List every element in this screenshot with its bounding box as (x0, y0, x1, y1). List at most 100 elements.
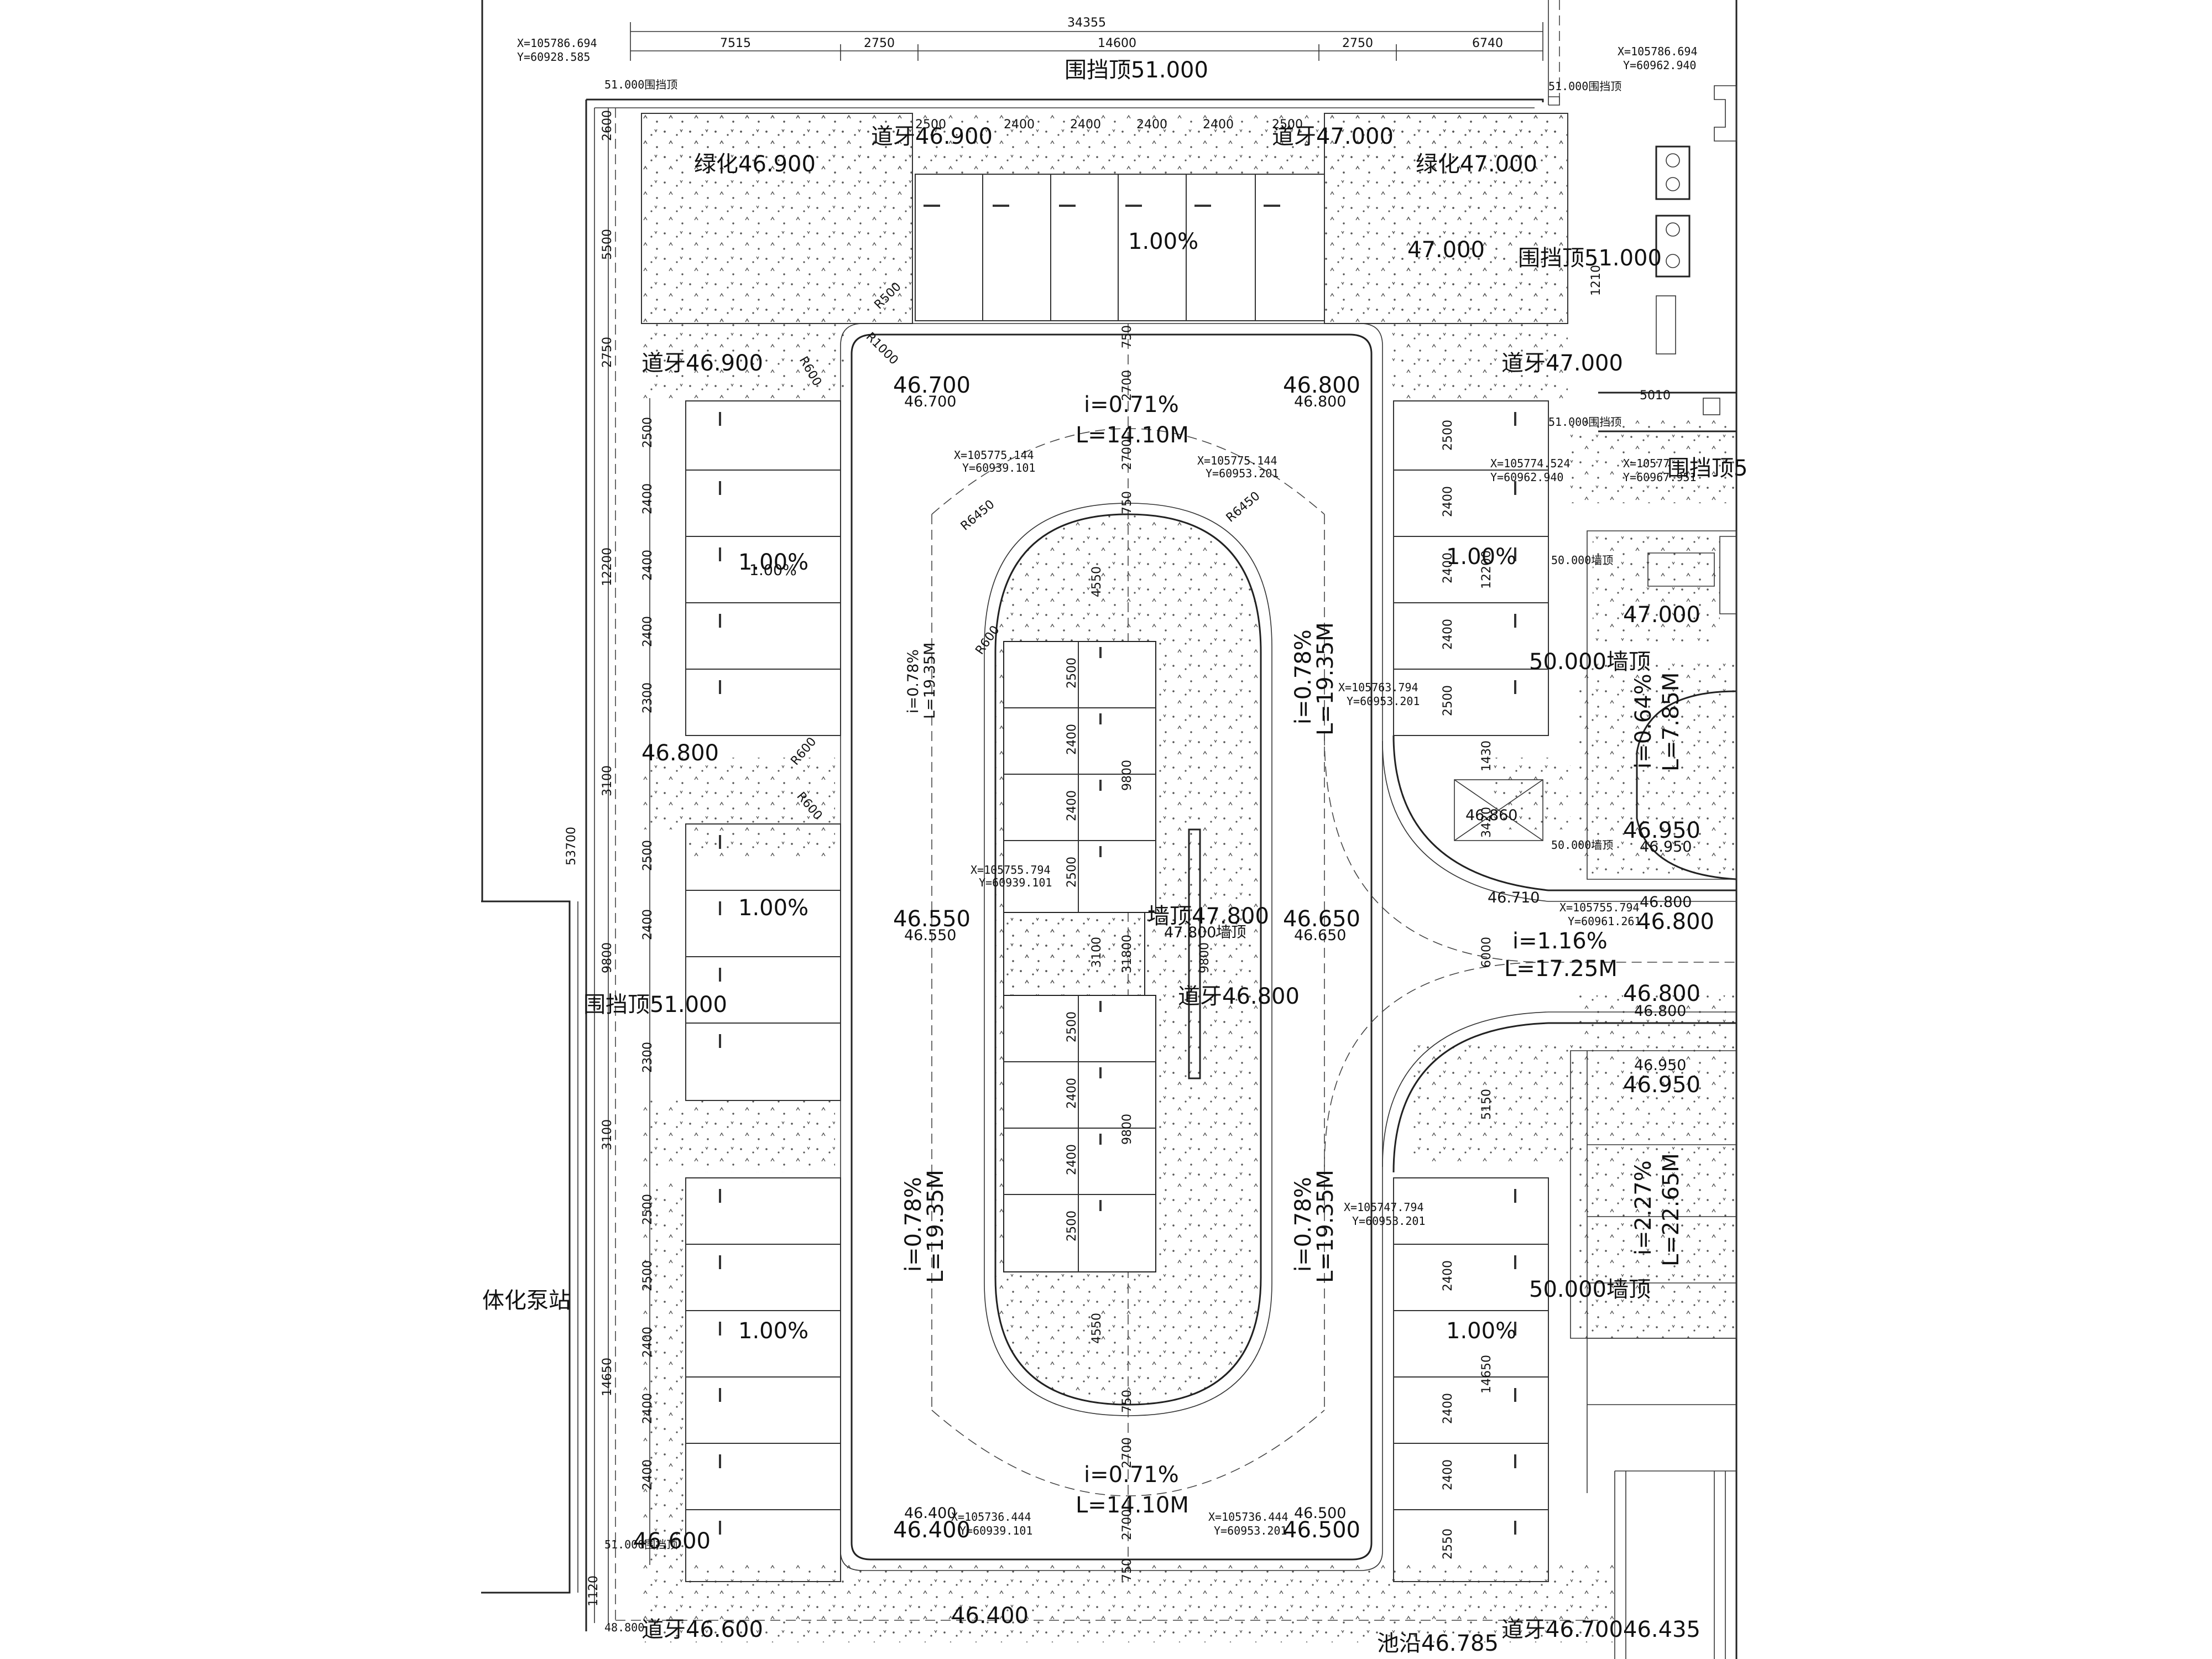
label-l2265: L=22.65M (1658, 1153, 1684, 1266)
dim-right-15: 14650 (1480, 1355, 1494, 1394)
dim-top-bay-2: 2400 (1004, 118, 1035, 132)
right-driveways (1324, 530, 1737, 1659)
dim-island-2: 2400 (1065, 724, 1079, 755)
coord-x-8: X=105755.794 (971, 863, 1051, 877)
label-e-46950: 46.950 (1623, 818, 1700, 843)
dim-top-3: 14600 (1098, 36, 1136, 50)
coord-x-9: X=105755.794 (1559, 901, 1640, 914)
left-parking-group-2 (685, 823, 841, 1101)
label-e-46800-right-small: 46.800 (1640, 894, 1692, 911)
dim-right-14: 2550 (1441, 1528, 1455, 1559)
label-wall-top-right: 51.000围挡顶 (1548, 80, 1621, 93)
coord-y-2: Y=60962.940 (1623, 59, 1696, 72)
dim-left-7: 2400 (641, 616, 655, 647)
left-parking-group-3 (685, 1177, 841, 1582)
dim-left-12: 2300 (641, 1042, 655, 1073)
coord-y-4: Y=60953.201 (1206, 467, 1279, 480)
coord-y-5: Y=60962.940 (1490, 471, 1563, 484)
label-i078-d: i=0.78% (1291, 1177, 1316, 1272)
dim-total-width: 34355 (1067, 16, 1106, 30)
dim-top-bay-4: 2400 (1136, 118, 1167, 132)
dim-island-12: 2500 (1065, 1211, 1079, 1241)
dim-right-4: 2400 (1441, 619, 1455, 650)
label-e-46500: 46.500 (1283, 1517, 1360, 1543)
coord-y-8: Y=60939.101 (979, 876, 1052, 889)
dim-island-4: 2500 (1065, 857, 1079, 888)
label-slope-left-2: 1.00% (738, 895, 808, 921)
central-bays-top (1004, 641, 1156, 912)
dim-top-1: 7515 (720, 36, 751, 50)
label-e-46800-right2: 46.800 (1623, 981, 1700, 1006)
label-slope-right-a: 1.00% (1446, 544, 1516, 570)
label-i227: i=2.27% (1631, 1160, 1656, 1255)
dim-right-8: 3420 (1480, 807, 1494, 838)
label-wall50-1: 50.000墙顶 (1551, 554, 1613, 567)
dim-island-8: 9800 (1198, 942, 1212, 973)
dim-top-4: 2750 (1342, 36, 1373, 50)
coord-x-7: X=105763.794 (1338, 681, 1418, 694)
coord-x-10: X=105747.794 (1344, 1201, 1424, 1214)
coord-x-6: X=10577 (1623, 457, 1670, 470)
coord-y-11: Y=60939.101 (959, 1524, 1032, 1537)
label-curb-tl: 道牙46.900 (871, 124, 993, 149)
label-curb-46700: 道牙46.700 (1501, 1617, 1623, 1642)
dim-island-11: 2400 (1065, 1144, 1079, 1175)
dim-center-4: 750 (1120, 491, 1134, 514)
label-pump-station: 体化泵站 (482, 1288, 571, 1313)
dim-island-13: 9800 (1120, 1114, 1134, 1145)
label-e-46700: 46.700 (893, 373, 971, 398)
dim-top-5: 6740 (1472, 36, 1503, 50)
dim-left-4: 2500 (641, 417, 655, 448)
dim-right-1: 2500 (1441, 420, 1455, 451)
coord-y-3: Y=60939.101 (962, 461, 1035, 474)
right-parking-group-1 (1393, 400, 1549, 736)
dim-left-16: 2500 (641, 1260, 655, 1291)
dim-island-1: 2500 (1065, 658, 1079, 688)
survey-coordinates: X=105786.694 Y=60928.585 X=105786.694 Y=… (517, 36, 1698, 1537)
radius-4: R6450 (958, 498, 998, 534)
label-e-46710: 46.710 (1488, 889, 1540, 906)
dim-left-5: 2400 (641, 483, 655, 514)
label-e-46650: 46.650 (1283, 906, 1360, 932)
label-wall-top-right2: 围挡顶51.000 (1518, 246, 1662, 271)
top-dimension-chain: 34355 7515 2750 14600 2750 6740 (630, 16, 1543, 61)
dim-right-2: 2400 (1441, 486, 1455, 517)
left-dimension-chain: 2600 5500 2750 2500 2400 2400 2400 2300 … (565, 108, 655, 1623)
coord-y-1: Y=60928.585 (517, 50, 590, 64)
coord-y-6: Y=60967.951 (1623, 471, 1696, 484)
label-wall-top-right3: 51.000围挡顶 (1548, 415, 1621, 429)
dim-top-2: 2750 (864, 36, 895, 50)
dim-left-6: 2400 (641, 550, 655, 581)
dim-center-10: 750 (1120, 1558, 1134, 1582)
coord-x-2: X=105786.694 (1618, 45, 1698, 58)
dim-island-9: 2500 (1065, 1011, 1079, 1042)
label-e-46500-small: 46.500 (1294, 1505, 1346, 1522)
label-e-46800-right2-small: 46.800 (1634, 1003, 1686, 1020)
dim-center-5: 4550 (1090, 566, 1104, 597)
label-wall-top-west: 围挡顶51.000 (583, 992, 727, 1018)
label-e-46550: 46.550 (893, 906, 971, 932)
dim-left-20: 14650 (601, 1358, 614, 1396)
dim-island-6: 3100 (1090, 937, 1104, 968)
label-wall-47800: 墙顶47.800 (1147, 904, 1269, 929)
label-e-46800: 46.800 (1283, 373, 1360, 398)
label-e-46950-small: 46.950 (1640, 838, 1692, 855)
dim-left-14: 3100 (601, 1119, 614, 1150)
dim-top-bay-5: 2400 (1203, 118, 1234, 132)
label-curb-mr: 道牙47.000 (1501, 351, 1623, 376)
label-l1935-d: L=19.35M (1313, 1170, 1338, 1283)
dim-left-10: 2500 (641, 840, 655, 871)
coord-y-12: Y=60953.201 (1214, 1524, 1287, 1537)
dim-right-16: 5010 (1640, 389, 1671, 403)
label-l1725: L=17.25M (1504, 956, 1618, 982)
label-wall-47800-small: 47.800墙顶 (1164, 924, 1246, 941)
dim-left-1: 2600 (601, 110, 614, 141)
label-e-46800-small: 46.800 (1294, 393, 1346, 410)
label-e-46950-right: 46.950 (1623, 1072, 1700, 1098)
dim-center-6: 4550 (1090, 1313, 1104, 1344)
label-wall-top-bl: 51.000围挡顶 (604, 1538, 677, 1551)
coord-y-10: Y=60953.201 (1352, 1214, 1425, 1228)
central-bays-bottom (1004, 995, 1156, 1272)
equipment-top-right (1598, 85, 1737, 614)
